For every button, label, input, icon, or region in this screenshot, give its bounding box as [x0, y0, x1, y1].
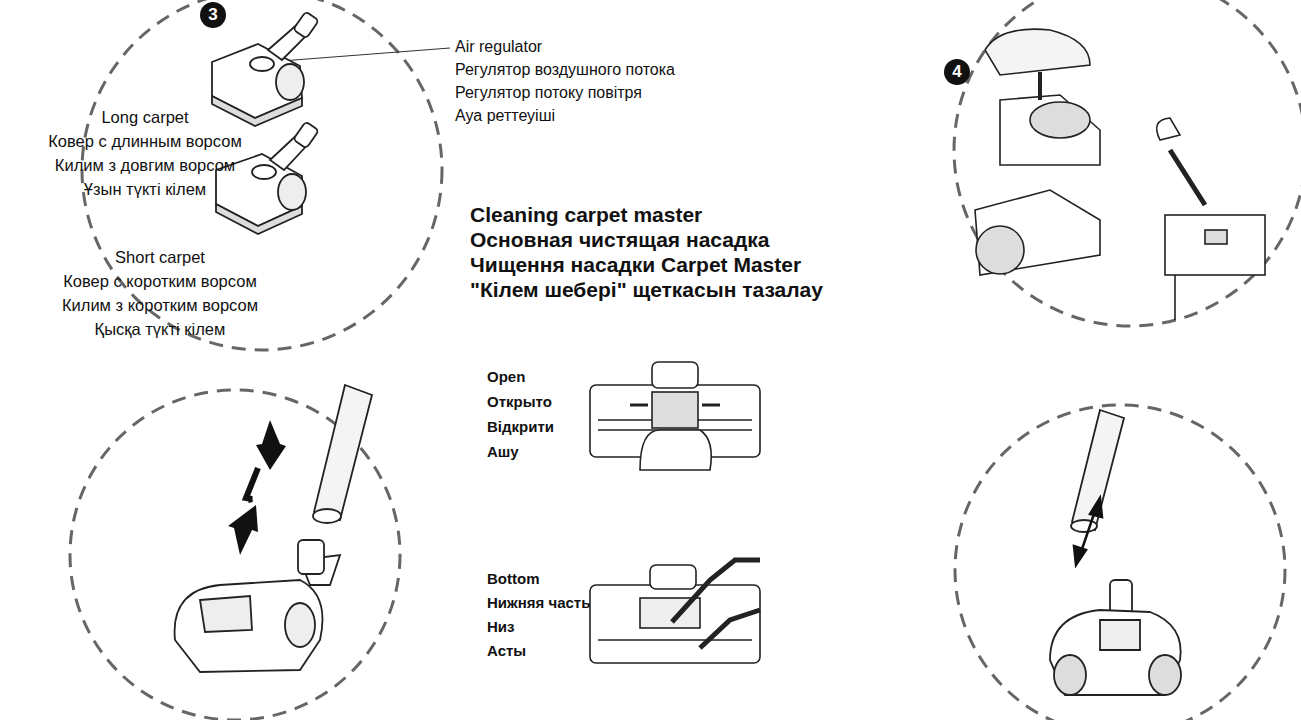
- view-label: Відкрити: [487, 418, 554, 435]
- heading-line: Основная чистящая насадка: [470, 228, 769, 252]
- illustration-part: [985, 29, 1090, 75]
- view-label: Асты: [487, 642, 526, 659]
- illustration-part: [976, 226, 1024, 274]
- view-label: Открыто: [487, 393, 552, 410]
- illustration-part: [955, 405, 1285, 720]
- part-label: Килим з коротким ворсом: [62, 296, 258, 315]
- part-label: Килим з довгим ворсом: [55, 156, 235, 175]
- callout-text: 4: [952, 62, 961, 82]
- illustration-part: [293, 121, 319, 148]
- tube-attach-round: [1050, 410, 1181, 695]
- illustration-part: [1000, 95, 1100, 165]
- view-label: Ашу: [487, 443, 519, 460]
- illustration-part: [313, 509, 341, 523]
- illustration-part: [630, 404, 720, 407]
- illustration-part: [1205, 230, 1227, 244]
- illustration-part: [1170, 150, 1205, 205]
- view-label: Низ: [487, 618, 515, 635]
- title: Cleaning carpet master: [470, 203, 702, 227]
- illustration-part: [252, 165, 276, 179]
- part-label: Ковер с коротким ворсом: [63, 272, 257, 291]
- illustration-part: [1157, 118, 1180, 140]
- brush-removal: [975, 29, 1265, 320]
- illustration-part: [1165, 215, 1265, 275]
- part-label: Long carpet: [101, 108, 188, 127]
- bottom-view: [590, 560, 760, 663]
- part-label: Ұзын түкті кілем: [84, 180, 206, 199]
- illustration-part: [250, 57, 274, 71]
- arrows: [228, 420, 286, 555]
- illustration-part: [1100, 620, 1140, 650]
- illustration-part: [1054, 655, 1086, 695]
- illustration-part: [200, 596, 252, 632]
- part-label: Регулятор воздушного потока: [455, 61, 675, 79]
- illustration-part: [640, 430, 711, 470]
- callout-number: 4: [944, 59, 970, 85]
- part-label: Регулятор потоку повітря: [455, 84, 642, 102]
- callout-number: 3: [200, 2, 226, 28]
- illustration-part: [1072, 410, 1124, 530]
- illustration-part: [954, 0, 1301, 326]
- illustration-part: [1090, 498, 1102, 517]
- tube-attach: [175, 385, 372, 672]
- view-label: Open: [487, 368, 525, 385]
- part-label: Қысқа түкті кілем: [95, 320, 226, 339]
- illustration-part: [1050, 610, 1181, 695]
- view-label: Bottom: [487, 570, 540, 587]
- illustration-part: [314, 385, 372, 520]
- illustration-part: [228, 505, 258, 555]
- illustration-part: [1074, 546, 1086, 565]
- illustration-part: [1110, 580, 1132, 614]
- illustration-part: [975, 190, 1100, 275]
- illustration-part: [293, 11, 319, 38]
- part-label: Short carpet: [115, 248, 205, 267]
- illustration-part: [1071, 520, 1097, 532]
- illustration-part: [285, 603, 315, 647]
- illustration-part: [298, 540, 324, 574]
- part-label: Ковер с длинным ворсом: [48, 132, 242, 151]
- illustration-part: [1038, 72, 1042, 100]
- illustration-part: [1030, 102, 1090, 138]
- illustration-part: [246, 468, 258, 500]
- illustration-part: [1174, 275, 1176, 320]
- view-label: Нижняя часть: [487, 594, 590, 611]
- callout-text: 3: [208, 5, 217, 25]
- leader-line: [268, 48, 450, 62]
- illustration-part: [652, 392, 698, 428]
- illustration-part: [256, 420, 286, 470]
- illustration-part: [650, 565, 696, 589]
- illustration-part: [276, 64, 304, 100]
- illustration-part: [652, 362, 698, 388]
- open-view: [590, 362, 760, 470]
- illustration-part: [278, 174, 306, 210]
- illustration-part: [700, 610, 760, 648]
- dashed-circles: [70, 0, 1301, 720]
- illustration-part: [590, 585, 760, 663]
- part-label: Air regulator: [455, 38, 542, 56]
- double-arrow: [1074, 498, 1102, 565]
- heading-line: "Кілем шебері" щеткасын тазалау: [470, 278, 823, 302]
- nozzle-long: [212, 11, 319, 126]
- heading-line: Чищення насадки Carpet Master: [470, 253, 801, 277]
- illustration-part: [175, 580, 323, 672]
- illustration-part: [1149, 655, 1181, 695]
- illustration-part: [598, 639, 752, 641]
- part-label: Ауа реттеуіші: [455, 107, 555, 125]
